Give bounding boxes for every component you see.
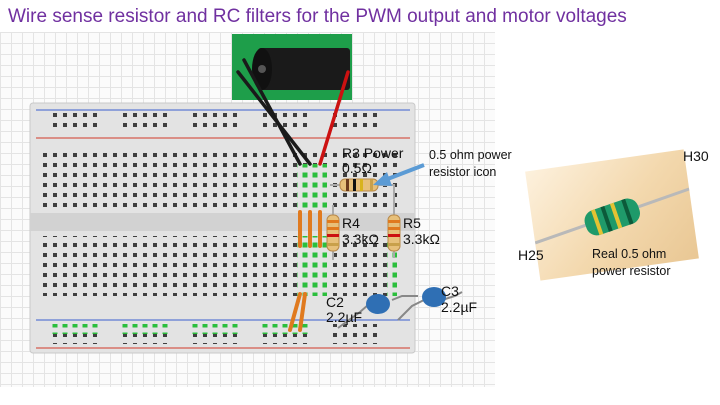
c3-value-label: 2.2µF [441, 299, 478, 315]
connected-holes [48, 164, 397, 334]
r4-name-label: R4 [342, 215, 360, 231]
r5-name-label: R5 [403, 215, 421, 231]
callout-arrow [373, 163, 425, 186]
r3-value-label: 0.5Ω [342, 160, 372, 176]
black-wires [236, 58, 312, 166]
r4-value-label: 3.3kΩ [342, 231, 379, 247]
orange-jumpers [288, 210, 322, 332]
callout-line-1: 0.5 ohm power [429, 148, 512, 162]
r3-name-label: R3 Power [342, 145, 404, 161]
c2-value-label: 2.2µF [326, 309, 363, 325]
top-rail-holes [48, 112, 378, 132]
red-wire [318, 70, 350, 166]
photo-caption-line-1: Real 0.5 ohm [592, 247, 667, 261]
c3-name-label: C3 [441, 283, 459, 299]
pin-label-right: H30 [683, 148, 709, 164]
callout-line-2: resistor icon [429, 165, 497, 179]
c2-name-label: C2 [326, 294, 344, 310]
photo-caption-line-2: power resistor [592, 264, 671, 278]
pin-label-left: H25 [518, 247, 544, 263]
r5-value-label: 3.3kΩ [403, 231, 440, 247]
r5-resistor [387, 185, 401, 258]
c3-capacitor [397, 287, 463, 321]
upper-terminal-holes [40, 150, 400, 210]
lower-terminal-holes [40, 236, 400, 296]
r4-resistor [326, 205, 340, 260]
slide-title: Wire sense resistor and RC filters for t… [8, 6, 627, 27]
c2-capacitor [337, 294, 418, 329]
power-resistor-drawing [534, 187, 690, 245]
power-resistor-photo [525, 149, 699, 281]
